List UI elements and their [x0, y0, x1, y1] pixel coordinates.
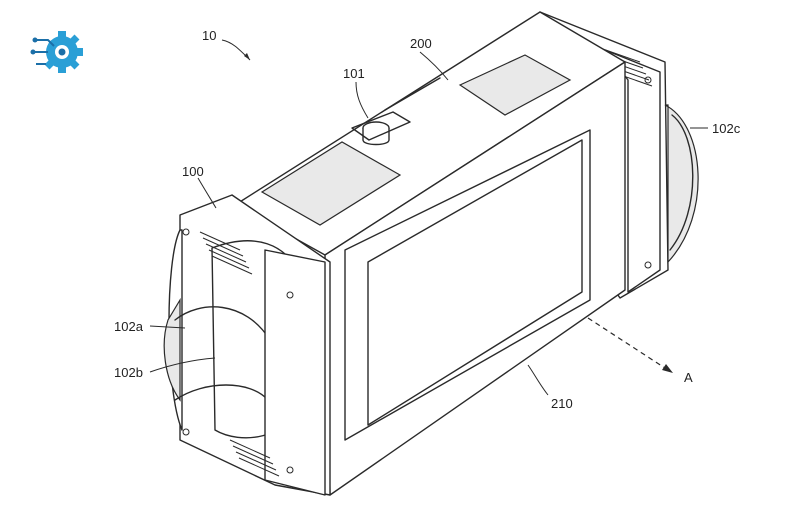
label-fan-right: 102c — [712, 121, 741, 136]
label-screen: 210 — [551, 396, 573, 411]
label-fan-left-outer: 102a — [114, 319, 144, 334]
label-fan-left-inner: 102b — [114, 365, 143, 380]
label-direction: A — [684, 370, 693, 385]
screen-210 — [344, 129, 591, 441]
gear-circuit-icon — [30, 31, 83, 73]
label-button: 101 — [343, 66, 365, 81]
button-101 — [351, 111, 411, 146]
label-device: 10 — [202, 28, 216, 43]
label-camera-body: 100 — [182, 164, 204, 179]
label-display-unit: 200 — [410, 36, 432, 51]
fan-left-housing — [163, 194, 331, 496]
